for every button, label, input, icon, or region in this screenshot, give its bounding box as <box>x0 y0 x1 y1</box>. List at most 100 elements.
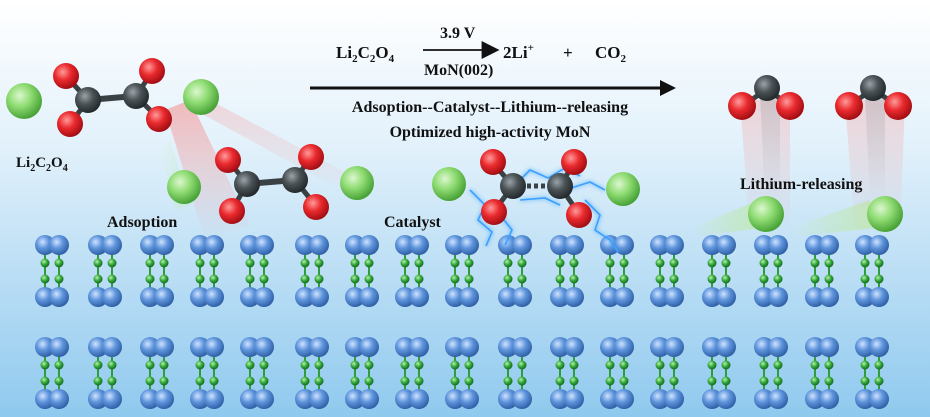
nitrogen-atom <box>874 258 884 268</box>
nitrogen-atom <box>450 258 460 268</box>
nitrogen-atom <box>245 376 255 386</box>
plus-sign: + <box>563 43 573 62</box>
oxygen-atom <box>728 92 756 120</box>
nitrogen-atom <box>517 360 527 370</box>
molybdenum-atom <box>254 287 274 307</box>
adsorption-label: Adsoption <box>107 214 177 231</box>
catalyzed-oxalate-molecule <box>432 149 640 253</box>
molybdenum-atom <box>309 235 329 255</box>
nitrogen-atom <box>350 274 360 284</box>
molybdenum-atom <box>409 287 429 307</box>
nitrogen-atom <box>503 376 513 386</box>
nitrogen-atom <box>517 274 527 284</box>
molybdenum-atom <box>295 337 315 357</box>
nitrogen-atom <box>503 360 513 370</box>
carbon-atom <box>754 75 780 101</box>
oxygen-atom <box>303 194 329 220</box>
carbon-atom <box>860 75 886 101</box>
nitrogen-atom <box>245 360 255 370</box>
molybdenum-atom <box>498 235 518 255</box>
nitrogen-atom <box>54 376 64 386</box>
molybdenum-atom <box>600 235 620 255</box>
process-subtitle: Optimized high-activity MoN <box>390 124 591 141</box>
nitrogen-atom <box>300 258 310 268</box>
nitrogen-atom <box>517 376 527 386</box>
molybdenum-atom <box>702 287 722 307</box>
molybdenum-atom <box>819 337 839 357</box>
catalyst-label: MoN(002) <box>424 62 493 79</box>
molybdenum-atom <box>190 287 210 307</box>
molybdenum-atom <box>88 235 108 255</box>
molybdenum-atom <box>600 287 620 307</box>
molybdenum-atom <box>395 235 415 255</box>
molybdenum-atom <box>140 235 160 255</box>
nitrogen-atom <box>40 258 50 268</box>
nitrogen-atom <box>669 360 679 370</box>
nitrogen-atom <box>259 258 269 268</box>
nitrogen-atom <box>259 274 269 284</box>
molybdenum-atom <box>564 389 584 409</box>
nitrogen-atom <box>159 360 169 370</box>
molybdenum-atom <box>805 287 825 307</box>
nitrogen-atom <box>314 274 324 284</box>
nitrogen-atom <box>107 274 117 284</box>
nitrogen-atom <box>195 376 205 386</box>
nitrogen-atom <box>195 258 205 268</box>
molybdenum-atom <box>35 337 55 357</box>
nitrogen-atom <box>145 274 155 284</box>
molybdenum-atom <box>550 389 570 409</box>
nitrogen-atom <box>93 258 103 268</box>
molybdenum-atom <box>716 287 736 307</box>
molybdenum-atom <box>49 337 69 357</box>
molybdenum-atom <box>240 235 260 255</box>
molybdenum-atom <box>140 337 160 357</box>
nitrogen-atom <box>555 360 565 370</box>
nitrogen-atom <box>619 360 629 370</box>
catalyst-stage-label: Catalyst <box>384 214 442 231</box>
nitrogen-atom <box>245 258 255 268</box>
nitrogen-atom <box>503 274 513 284</box>
nitrogen-atom <box>605 274 615 284</box>
molybdenum-atom <box>600 337 620 357</box>
molybdenum-atom <box>102 337 122 357</box>
molybdenum-atom <box>240 389 260 409</box>
nitrogen-atom <box>773 258 783 268</box>
nitrogen-atom <box>93 360 103 370</box>
molybdenum-atom <box>345 389 365 409</box>
oxygen-atom <box>215 147 241 173</box>
nitrogen-atom <box>655 258 665 268</box>
nitrogen-atom <box>145 376 155 386</box>
nitrogen-atom <box>619 274 629 284</box>
nitrogen-atom <box>773 274 783 284</box>
molybdenum-atom <box>564 287 584 307</box>
molybdenum-atom <box>35 287 55 307</box>
molybdenum-atom <box>345 337 365 357</box>
nitrogen-atom <box>810 376 820 386</box>
nitrogen-atom <box>810 258 820 268</box>
molybdenum-atom <box>498 287 518 307</box>
molybdenum-atom <box>49 287 69 307</box>
molybdenum-atom <box>702 235 722 255</box>
nitrogen-atom <box>107 258 117 268</box>
nitrogen-atom <box>669 376 679 386</box>
molybdenum-atom <box>855 235 875 255</box>
molybdenum-atom <box>359 389 379 409</box>
molybdenum-atom <box>664 287 684 307</box>
nitrogen-atom <box>669 258 679 268</box>
nitrogen-atom <box>209 376 219 386</box>
molybdenum-atom <box>768 337 788 357</box>
molybdenum-atom <box>768 287 788 307</box>
molybdenum-atom <box>459 287 479 307</box>
molybdenum-atom <box>445 389 465 409</box>
oxygen-atom <box>219 198 245 224</box>
molybdenum-atom <box>204 337 224 357</box>
nitrogen-atom <box>350 258 360 268</box>
molybdenum-atom <box>716 337 736 357</box>
process-line: Adsoption--Catalyst--Lithium--releasing <box>352 99 628 116</box>
mon-lattice <box>35 235 889 409</box>
nitrogen-atom <box>40 360 50 370</box>
nitrogen-atom <box>874 360 884 370</box>
molybdenum-atom <box>512 235 532 255</box>
nitrogen-atom <box>54 360 64 370</box>
